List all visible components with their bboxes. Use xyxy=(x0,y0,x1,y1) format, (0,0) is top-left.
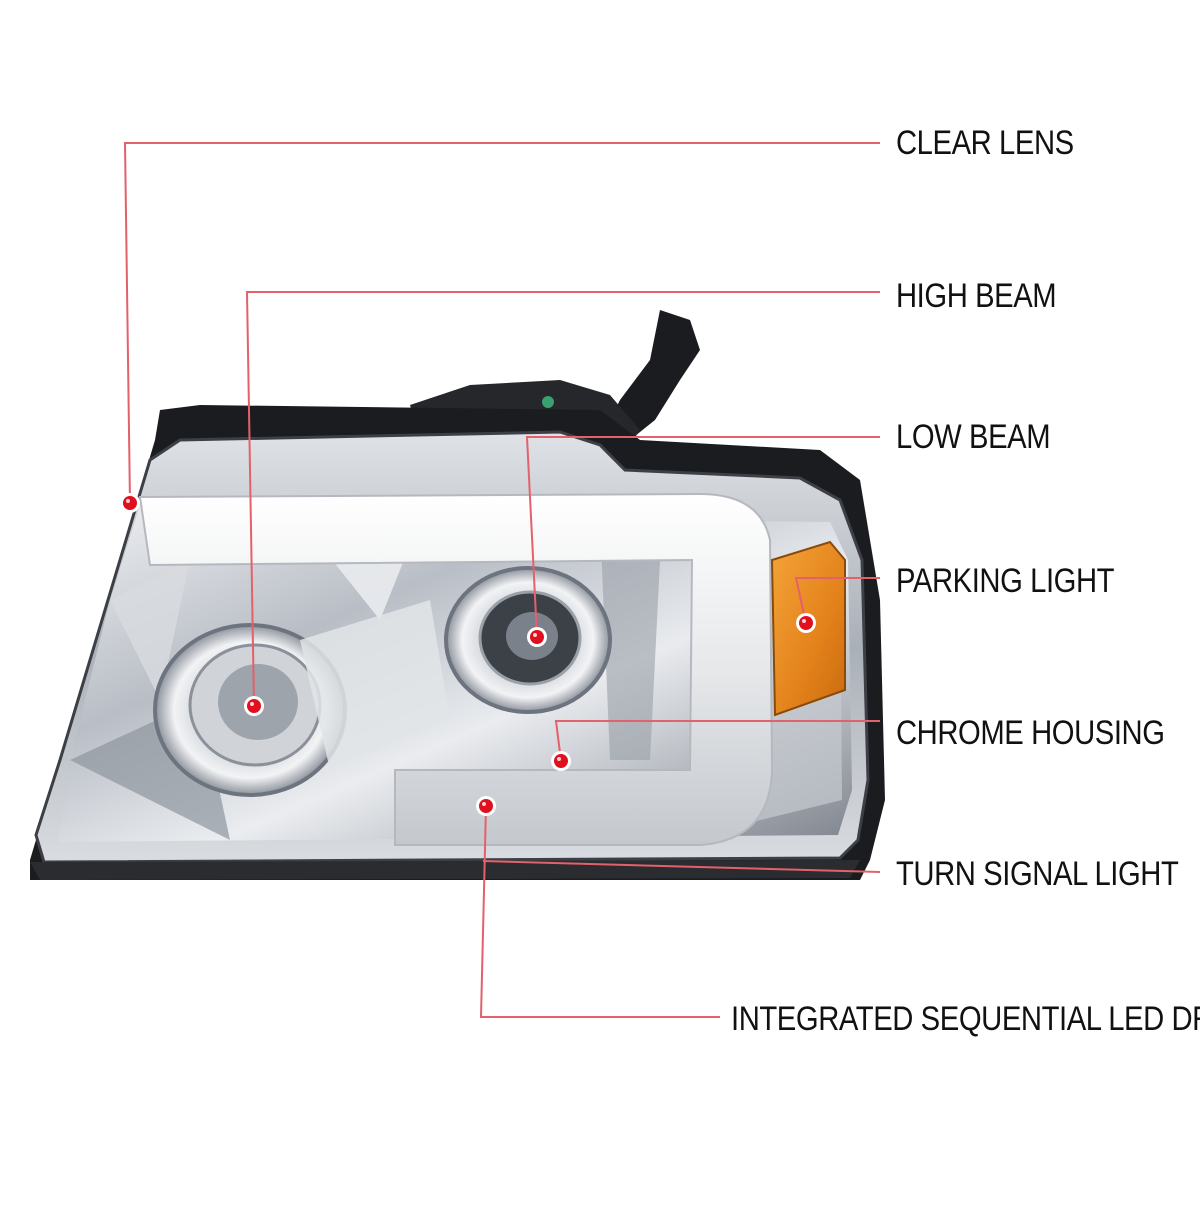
high-beam-marker-highlight xyxy=(250,702,254,706)
chrome-housing-marker-dot xyxy=(554,754,568,768)
chrome-housing-leader-line xyxy=(554,720,880,762)
callout-leaders xyxy=(120,142,881,1018)
integrated-sequential-led-drl-marker-highlight xyxy=(482,802,486,806)
high-beam-marker-dot xyxy=(247,699,261,713)
integrated-sequential-led-drl-label: INTEGRATED SEQUENTIAL LED DRL xyxy=(731,1000,1200,1038)
parking-light-marker-dot xyxy=(799,616,813,630)
parking-light-leader-line xyxy=(794,577,880,624)
chrome-housing-marker-highlight xyxy=(557,757,561,761)
low-beam-marker-dot xyxy=(530,630,544,644)
turn-signal-light-leader-line xyxy=(482,860,881,873)
parking-light-label: PARKING LIGHT xyxy=(896,562,1115,600)
high-beam-label: HIGH BEAM xyxy=(896,277,1057,315)
low-beam-label: LOW BEAM xyxy=(896,418,1051,456)
clear-lens-label: CLEAR LENS xyxy=(896,124,1074,162)
low-beam-leader-line xyxy=(525,436,880,638)
clear-lens-marker-highlight xyxy=(126,499,130,503)
clear-lens-marker-dot xyxy=(123,496,137,510)
high-beam-leader-line xyxy=(245,291,880,707)
turn-signal-light-label: TURN SIGNAL LIGHT xyxy=(896,855,1179,893)
clear-lens-leader-line xyxy=(123,142,880,504)
parking-light-marker-highlight xyxy=(802,619,806,623)
integrated-sequential-led-drl-leader-line xyxy=(479,805,720,1018)
low-beam-marker-highlight xyxy=(533,633,537,637)
bottom-trim xyxy=(30,860,860,880)
chrome-housing-label: CHROME HOUSING xyxy=(896,714,1165,752)
integrated-sequential-led-drl-marker-dot xyxy=(479,799,493,813)
drl-light-bar xyxy=(138,492,774,846)
